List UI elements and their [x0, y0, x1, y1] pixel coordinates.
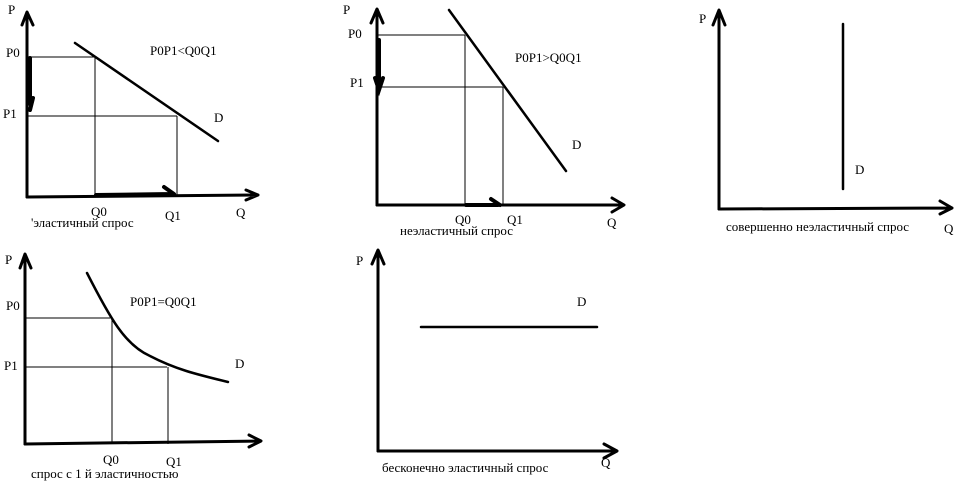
demand-label: D: [577, 294, 586, 309]
p-axis: [18, 252, 33, 446]
p-axis: [369, 7, 385, 207]
label-q0: Q0: [455, 212, 471, 227]
relation-label: P0P1>Q0Q1: [515, 50, 582, 65]
q-axis: [23, 433, 263, 449]
label-p0: P0: [348, 26, 362, 41]
label-p1: P1: [4, 358, 18, 373]
label-q1: Q1: [507, 212, 523, 227]
relation-label: P0P1<Q0Q1: [150, 43, 217, 58]
label-p-axis: P: [699, 11, 706, 26]
price-drop-mark: [373, 38, 385, 97]
demand-line: [73, 41, 220, 143]
caption: 'эластичный спрос: [31, 215, 134, 230]
label-p-axis: P: [5, 252, 12, 267]
p-axis: [711, 8, 727, 211]
relation-label: P0P1=Q0Q1: [130, 294, 197, 309]
label-p0: P0: [6, 45, 20, 60]
panel-perfectly-inelastic: P Q D совершенно неэластичный спрос: [699, 8, 954, 236]
demand-label: D: [572, 137, 581, 152]
panel-unit-elastic: P0 P1 P Q0 Q1 P0P1=Q0Q1 D спрос с 1 й эл…: [4, 252, 263, 481]
label-q-axis: Q: [236, 205, 246, 220]
label-q1: Q1: [165, 208, 181, 223]
caption: неэластичный спрос: [400, 223, 513, 238]
label-p1: P1: [3, 106, 17, 121]
label-p-axis: P: [343, 2, 350, 17]
label-q-axis: Q: [607, 215, 617, 230]
caption: совершенно неэластичный спрос: [726, 219, 909, 234]
label-q0: Q0: [103, 452, 119, 467]
label-q-axis: Q: [601, 455, 611, 470]
label-p-axis: P: [8, 2, 15, 17]
panel-inelastic: P0 P1 P Q Q0 Q1 P0P1>Q0Q1 D неэластичный…: [343, 2, 626, 238]
label-q-axis: Q: [944, 221, 954, 236]
caption: спрос с 1 й эластичностью: [31, 466, 179, 481]
quantity-rise-mark: [464, 197, 502, 207]
demand-label: D: [855, 162, 864, 177]
demand-label: D: [214, 110, 223, 125]
panel-elastic: P0 P1 P Q Q0 Q1 P0P1<Q0Q1 D 'эластичный …: [3, 2, 260, 230]
panel-perfectly-elastic: P Q D бесконечно эластичный спрос: [356, 248, 619, 475]
quantity-rise-mark: [94, 185, 176, 197]
demand-curve: [85, 271, 230, 384]
label-q1: Q1: [166, 454, 182, 469]
demand-label: D: [235, 356, 244, 371]
label-p1: P1: [350, 75, 364, 90]
price-drop-mark: [28, 56, 35, 112]
q-axis: [717, 199, 954, 216]
p-axis: [20, 10, 35, 199]
p-axis: [370, 248, 386, 453]
demand-line: [447, 8, 568, 173]
caption: бесконечно эластичный спрос: [382, 460, 549, 475]
label-q0: Q0: [91, 204, 107, 219]
q-axis: [376, 442, 619, 460]
label-p0: P0: [6, 298, 20, 313]
label-p-axis: P: [356, 253, 363, 268]
